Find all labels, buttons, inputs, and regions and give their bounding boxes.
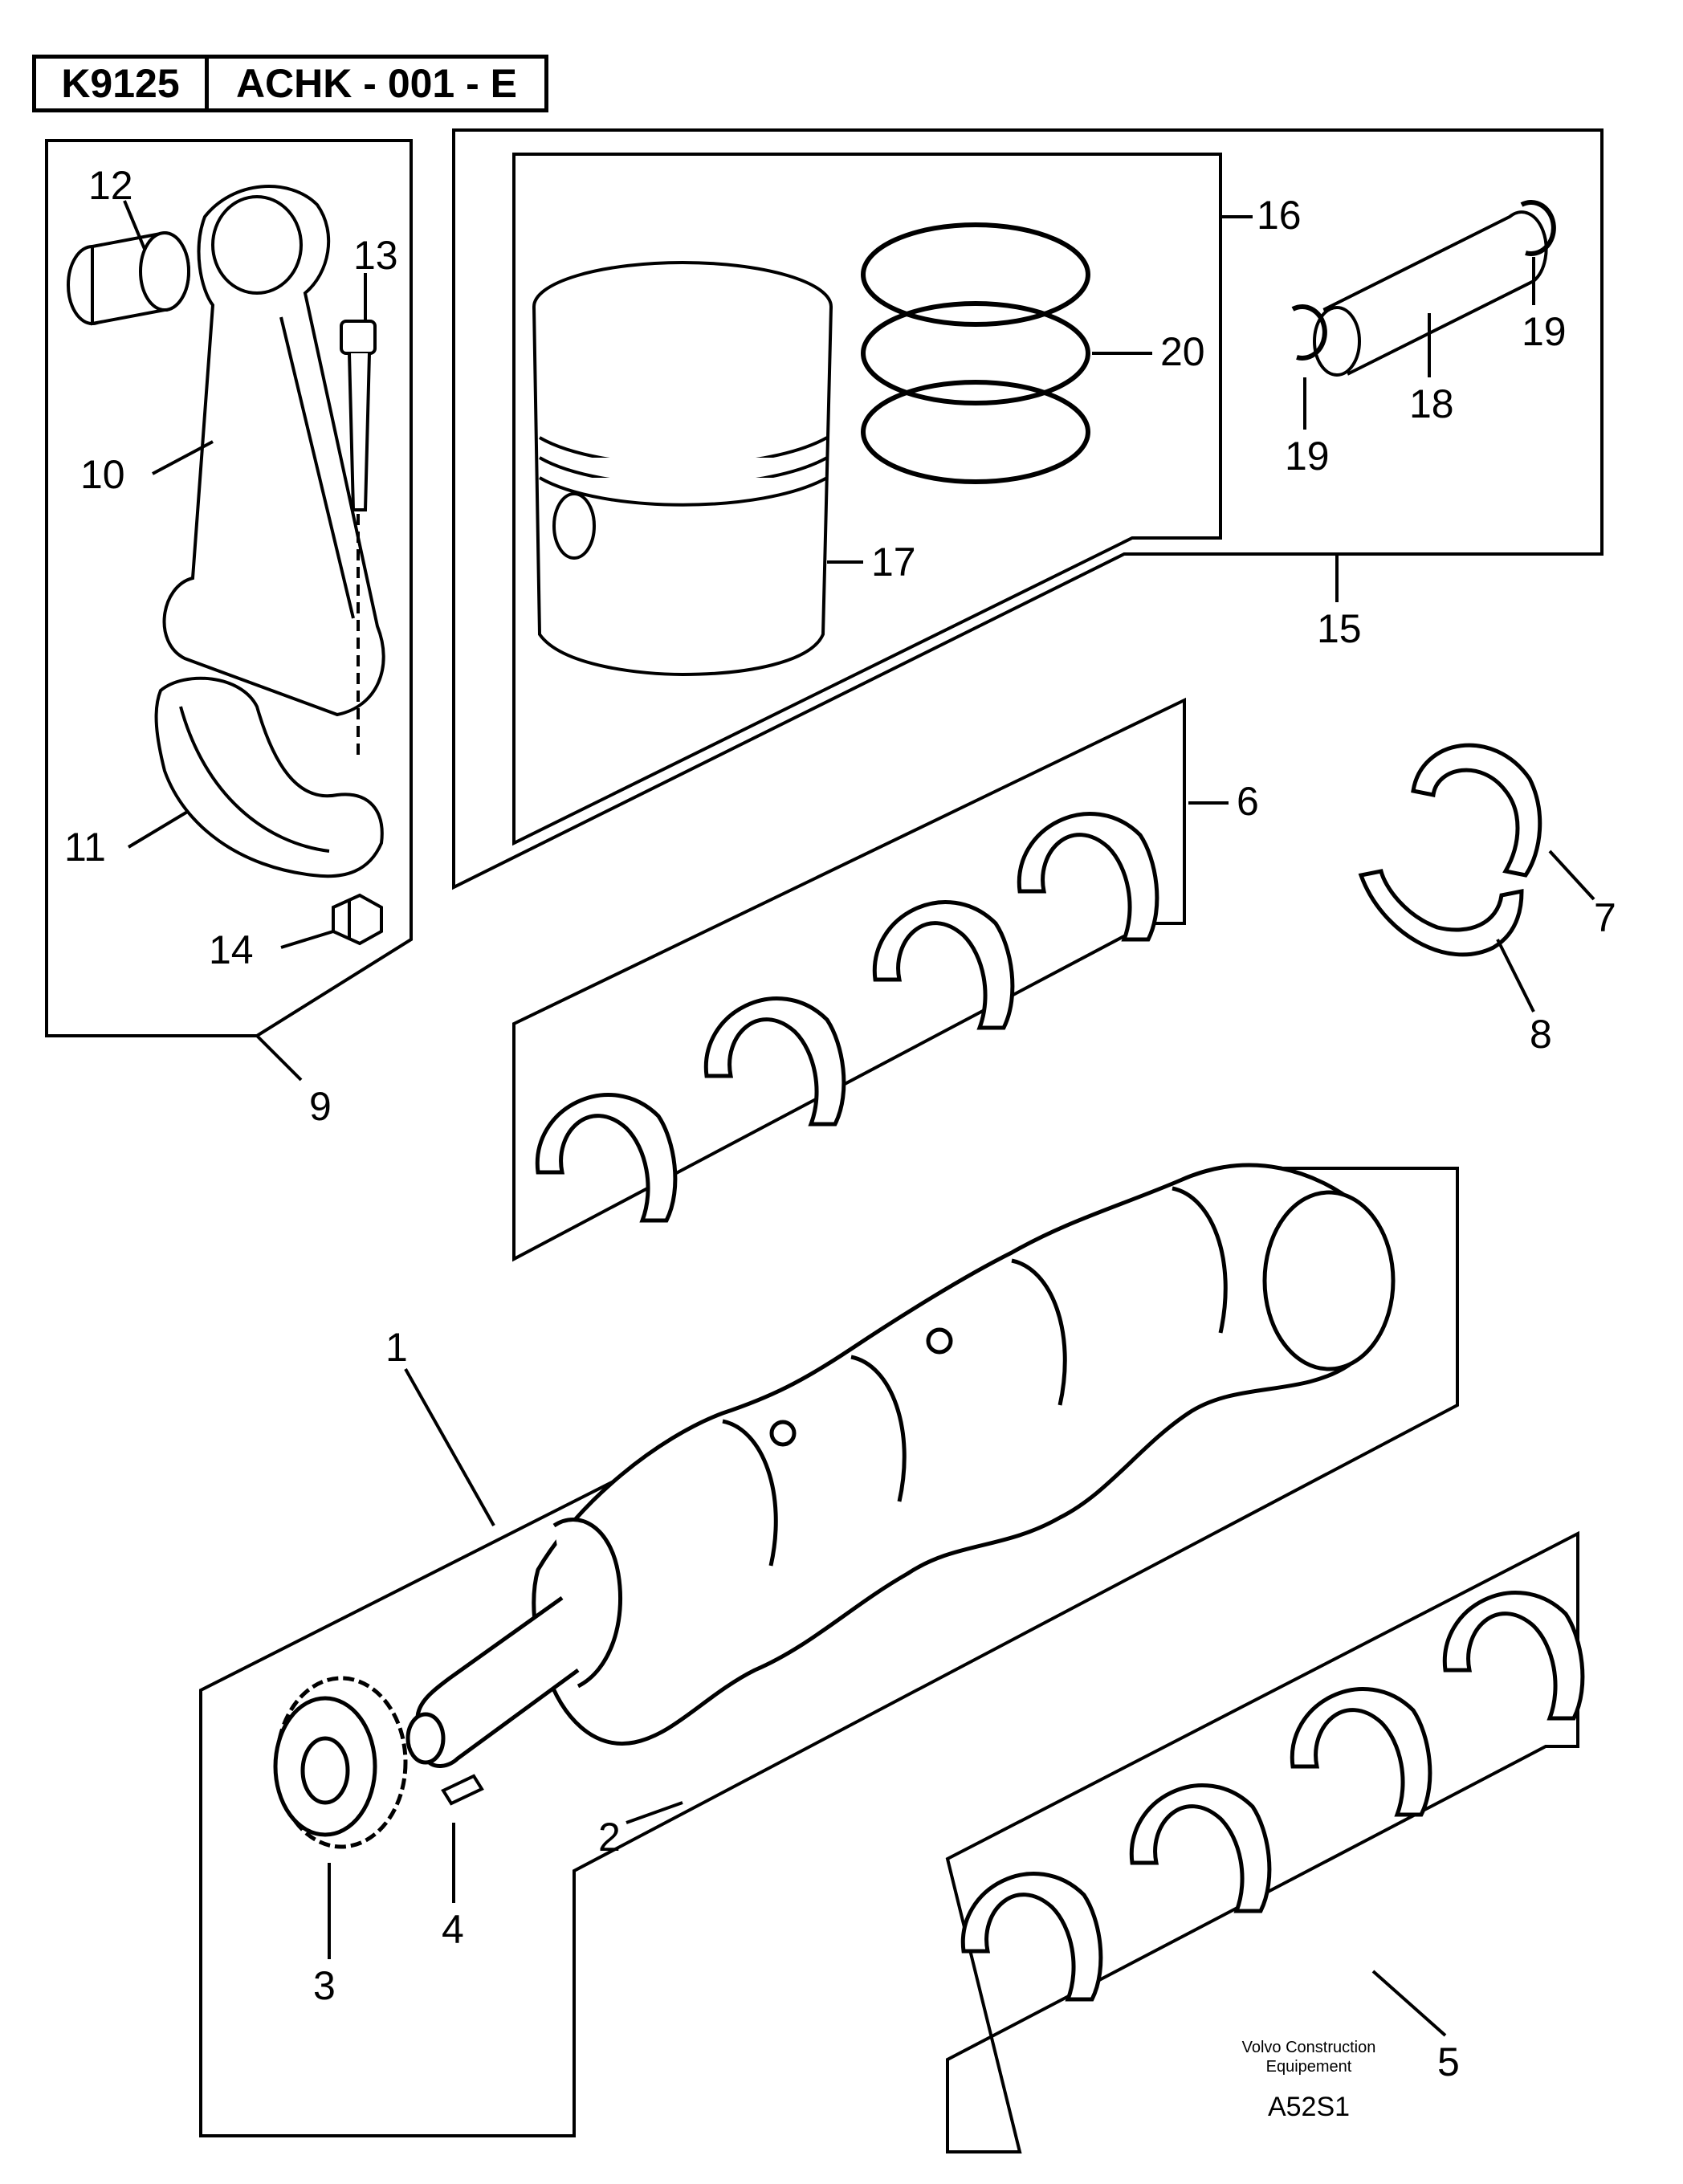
piston-rings — [861, 222, 1090, 484]
callout-12: 12 — [88, 163, 133, 208]
callout-19-right: 19 — [1522, 309, 1567, 354]
rod-nut — [332, 893, 383, 946]
callout-16: 16 — [1257, 193, 1302, 238]
header-code: K9125 — [32, 55, 209, 112]
circlips — [1291, 199, 1556, 361]
publisher-line-2: Equipement — [1265, 2058, 1352, 2076]
rod-cap — [154, 676, 384, 878]
callout-13: 13 — [353, 233, 398, 278]
callout-20: 20 — [1160, 329, 1205, 374]
callout-7: 7 — [1594, 895, 1616, 940]
figure-code: A52S1 — [1267, 2092, 1351, 2122]
callout-9: 9 — [309, 1084, 332, 1129]
group-frame-piston-assembly — [452, 128, 1604, 890]
piston — [532, 261, 833, 677]
callout-18: 18 — [1409, 381, 1454, 426]
callout-4: 4 — [442, 1907, 464, 1952]
publisher-line-1: Volvo Construction — [1241, 2039, 1376, 2056]
crankshaft — [405, 1163, 1396, 1768]
callout-11: 11 — [64, 825, 106, 870]
small-end-bush — [67, 230, 190, 326]
leader-lines — [123, 200, 1595, 2037]
callout-17: 17 — [871, 540, 916, 585]
callout-5: 5 — [1437, 2039, 1460, 2084]
callout-10: 10 — [80, 452, 125, 497]
group-frame-connecting-rod — [45, 139, 413, 1037]
group-frame-piston — [512, 153, 1222, 846]
main-bearings-lower — [960, 1591, 1585, 2002]
header-reference: ACHK - 001 - E — [205, 55, 548, 112]
callout-19-left: 19 — [1285, 434, 1330, 479]
woodruff-key — [441, 1774, 484, 1806]
rod-bolt — [340, 320, 377, 755]
connecting-rod — [162, 185, 385, 717]
callout-6: 6 — [1237, 779, 1259, 824]
crankshaft-gear — [273, 1676, 408, 1849]
group-frame-bearings-6 — [512, 697, 1186, 1262]
callout-2: 2 — [598, 1815, 621, 1860]
main-bearings-upper — [535, 812, 1159, 1223]
callout-15: 15 — [1317, 606, 1362, 651]
thrust-washers — [1358, 743, 1542, 957]
callout-1: 1 — [385, 1325, 408, 1370]
publisher-credit: Volvo Construction Equipement — [1188, 2038, 1429, 2076]
callout-3: 3 — [313, 1963, 336, 2008]
callout-8: 8 — [1530, 1012, 1552, 1057]
callout-14: 14 — [209, 927, 254, 972]
